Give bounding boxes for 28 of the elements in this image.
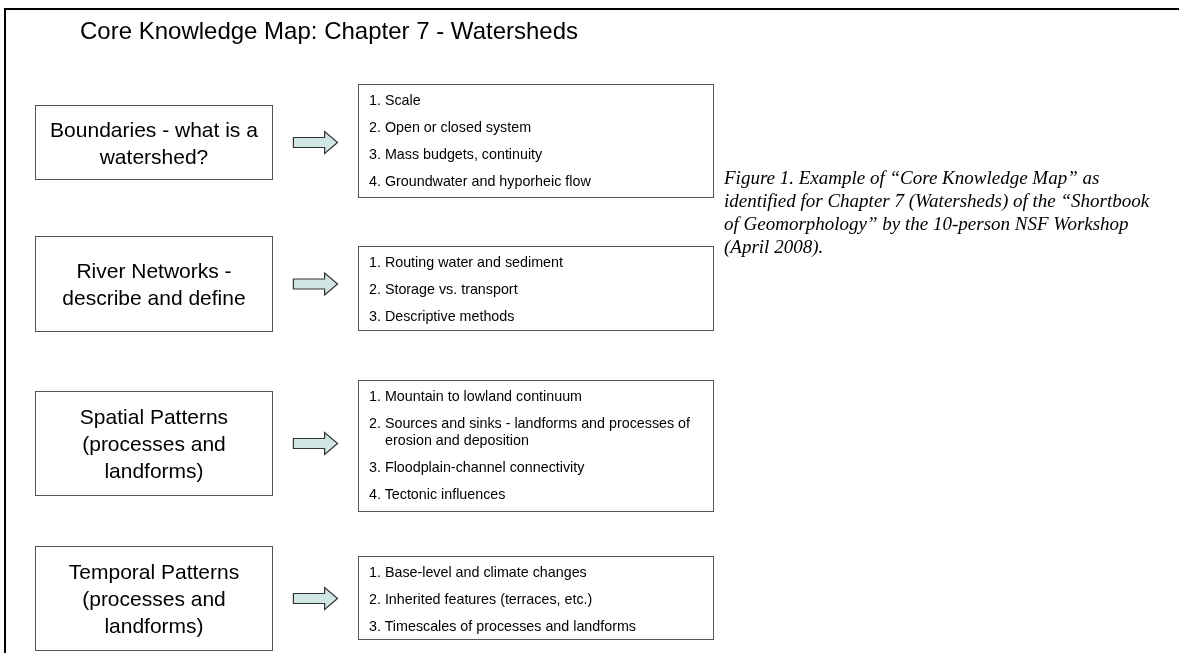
block-arrow — [292, 130, 339, 155]
list-item: 3. Mass budgets, continuity — [369, 146, 544, 163]
list-item: 1. Mountain to lowland continuum — [369, 388, 583, 405]
list-box — [358, 84, 714, 198]
list-item: 3. Timescales of processes and landforms — [369, 618, 637, 635]
list-box — [358, 246, 714, 331]
list-box — [358, 380, 714, 512]
block-arrow — [292, 271, 339, 297]
block-arrow — [292, 586, 339, 611]
list-item: 4. Tectonic influences — [369, 486, 507, 503]
list-item: 1. Base-level and climate changes — [369, 564, 588, 581]
list-box — [358, 556, 714, 640]
list-item: 2. Sources and sinks - landforms and processes of erosion and deposition — [369, 415, 692, 449]
figure-caption: Figure 1. Example of “Core Knowledge Map” as identified for Chapter 7 (Watersheds) of the “Shortbook of Geomorphology” by the 10-person NSF Workshop (April 2008). — [724, 166, 1151, 258]
list-item: 3. Floodplain-channel connectivity — [369, 459, 586, 476]
topic-box: Spatial Patterns (processes and landforms) — [35, 391, 273, 496]
topic-box: River Networks - describe and define — [35, 236, 273, 332]
topic-box: Boundaries - what is a watershed? — [35, 105, 273, 180]
topic-box: Temporal Patterns (processes and landforms) — [35, 546, 273, 651]
list-item: 2. Inherited features (terraces, etc.) — [369, 591, 594, 608]
list-item: 2. Storage vs. transport — [369, 281, 519, 298]
title: Core Knowledge Map: Chapter 7 - Watersheds — [80, 17, 579, 45]
list-item: 1. Scale — [369, 92, 422, 109]
block-arrow — [292, 431, 339, 456]
list-item: 3. Descriptive methods — [369, 308, 516, 325]
list-item: 4. Groundwater and hyporheic flow — [369, 173, 592, 190]
list-item: 2. Open or closed system — [369, 119, 533, 136]
list-item: 1. Routing water and sediment — [369, 254, 564, 271]
